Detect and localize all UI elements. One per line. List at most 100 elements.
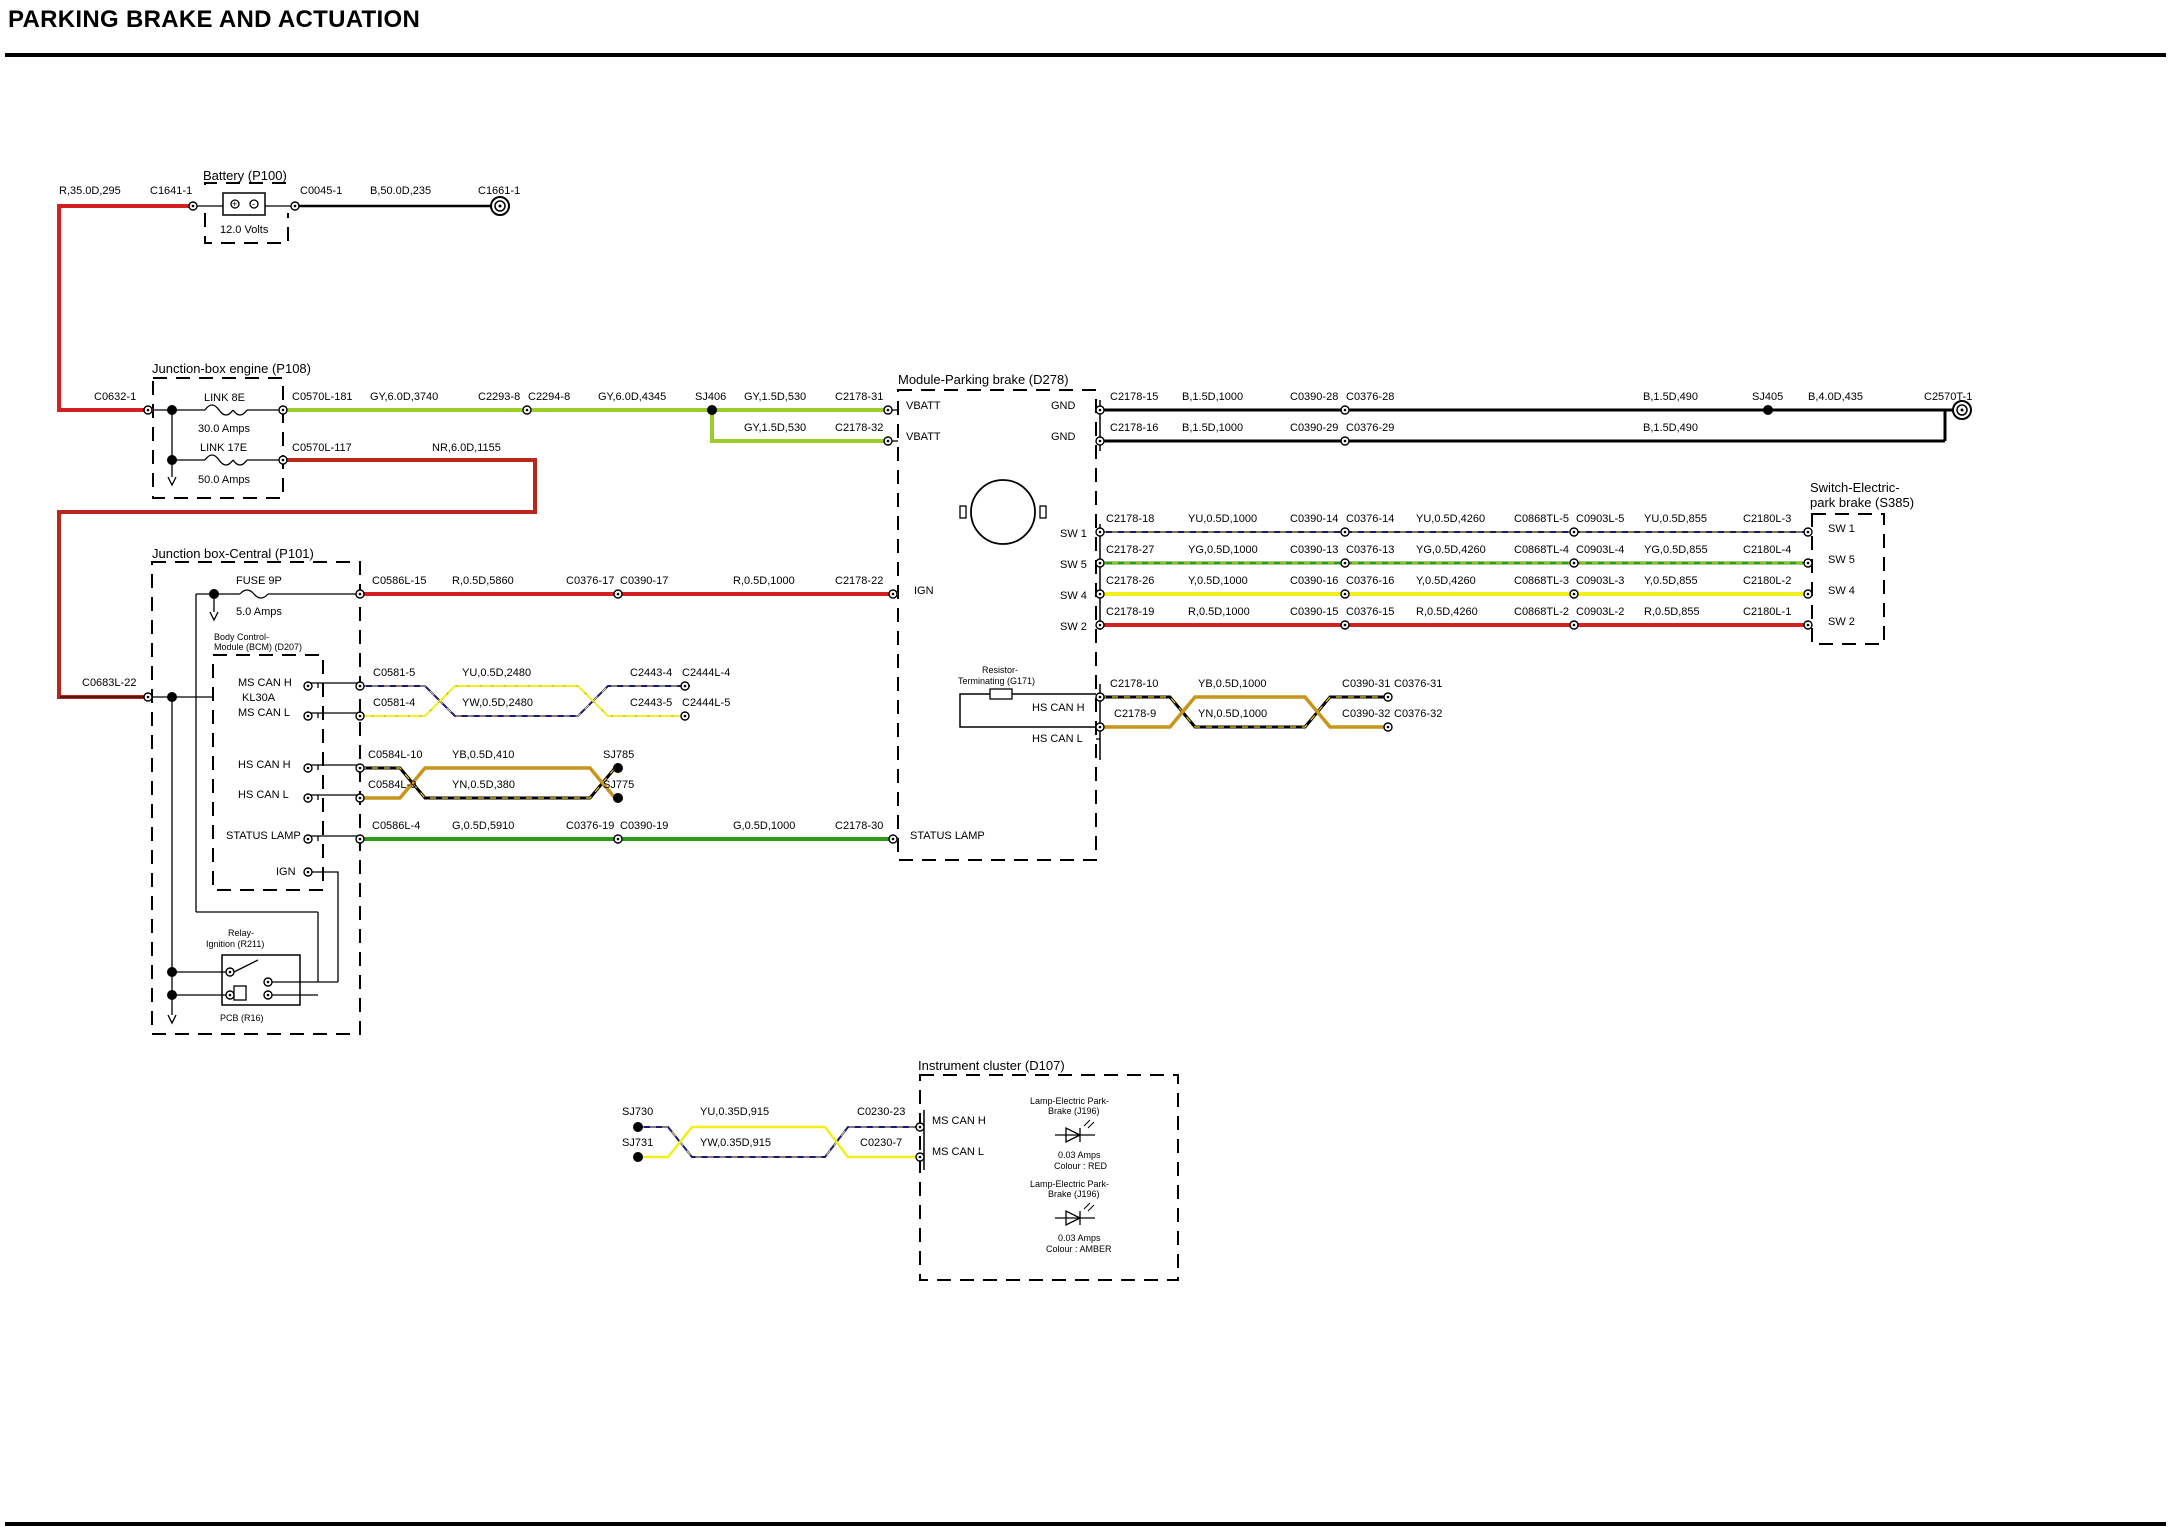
res-c3: C0376-31 [1394,678,1442,690]
bcm-box [212,654,324,891]
svg-text:C0868TL-5: C0868TL-5 [1514,513,1569,525]
switch-row-3: SW 4 C2178-26 Y,0.5D,1000 C0390-16 C0376… [1060,575,1791,602]
svg-text:C0868TL-3: C0868TL-3 [1514,575,1569,587]
link2-amps: 50.0 Amps [198,474,250,486]
bcm-hs-can-h: HS CAN H [238,759,291,771]
mod-vbatt-1: VBATT [906,400,941,412]
cl-c1: C0230-23 [857,1106,905,1118]
ms-c2: C2443-4 [630,667,672,679]
res-w2: YN,0.5D,1000 [1198,708,1267,720]
hsb-w2: YN,0.5D,380 [452,779,515,791]
bcm-ms-can-h: MS CAN H [238,677,292,689]
vb-splice: SJ406 [695,391,726,403]
ign-c3: C0390-17 [620,575,668,587]
svg-text:+: + [232,199,237,209]
svg-text:R,0.5D,1000: R,0.5D,1000 [1188,606,1250,618]
lamp1-amps: 0.03 Amps [1058,1150,1101,1160]
svg-text:YU,0.5D,4260: YU,0.5D,4260 [1416,513,1485,525]
resistor-title-1: Resistor- [982,665,1018,675]
svg-text:YU,0.5D,855: YU,0.5D,855 [1644,513,1707,525]
link1-label: LINK 8E [204,392,245,404]
svg-text:SW 1: SW 1 [1060,528,1087,540]
svg-text:C2180L-2: C2180L-2 [1743,575,1791,587]
gnd-w2: B,1.5D,490 [1643,391,1698,403]
svg-text:C0903L-3: C0903L-3 [1576,575,1624,587]
lamp2-title-a: Lamp-Electric Park- [1030,1179,1109,1189]
res-c6: C0376-32 [1394,708,1442,720]
battery-wires [57,204,492,412]
svg-text:Y,0.5D,1000: Y,0.5D,1000 [1188,575,1248,587]
ign-c1: C0586L-15 [372,575,426,587]
mod-ign: IGN [914,585,934,597]
svg-text:YG,0.5D,855: YG,0.5D,855 [1644,544,1708,556]
svg-text:C0376-14: C0376-14 [1346,513,1394,525]
bat-c-left: C1641-1 [150,185,192,197]
ms-can-wires [360,685,690,717]
fuse-label: FUSE 9P [236,575,282,587]
svg-text:C2178-26: C2178-26 [1106,575,1154,587]
switch-row-1: SW 1 C2178-18 YU,0.5D,1000 C0390-14 C037… [1060,513,1791,540]
ms-c5: C2443-5 [630,697,672,709]
svg-text:C2180L-4: C2180L-4 [1743,544,1791,556]
vb-w1: GY,6.0D,3740 [370,391,438,403]
bat-w-left: R,35.0D,295 [59,185,121,197]
gnd-w5: B,1.5D,490 [1643,422,1698,434]
vb-w5: NR,6.0D,1155 [432,442,501,454]
cl-w2: YW,0.35D,915 [700,1137,771,1149]
svg-text:C0390-14: C0390-14 [1290,513,1338,525]
hsb-s2: SJ775 [603,779,634,791]
gnd-c2: C0390-28 [1290,391,1338,403]
bcm-title-1: Body Control- [214,632,269,642]
bat-c-end: C1661-1 [478,185,520,197]
switch-pin-1: SW 1 [1828,523,1855,535]
cl-w1: YU,0.35D,915 [700,1106,769,1118]
module-box [897,389,1097,861]
svg-text:SW 2: SW 2 [1060,621,1087,633]
relay-title-2: Ignition (R211) [206,939,264,949]
cl-s1: SJ730 [622,1106,653,1118]
vb-c4: C2294-8 [528,391,570,403]
svg-text:C0376-16: C0376-16 [1346,575,1394,587]
svg-text:SW 5: SW 5 [1060,559,1087,571]
svg-text:YG,0.5D,4260: YG,0.5D,4260 [1416,544,1486,556]
page-title: PARKING BRAKE AND ACTUATION [8,6,421,33]
switch-title-1: Switch-Electric- [1810,480,1900,495]
gnd-c7: C0376-29 [1346,422,1394,434]
gnd-w1: B,1.5D,1000 [1182,391,1243,403]
svg-text:C0868TL-4: C0868TL-4 [1514,544,1569,556]
cluster-wires [633,1110,925,1170]
ms-w2: YW,0.5D,2480 [462,697,533,709]
motor-symbol [959,479,1047,545]
jbe-c2: C0570L-117 [292,442,352,454]
svg-text:C2180L-1: C2180L-1 [1743,606,1791,618]
gnd-w4: B,1.5D,1000 [1182,422,1243,434]
svg-text:C0903L-4: C0903L-4 [1576,544,1624,556]
wire-labels: R,35.0D,295 C1641-1 C0045-1 B,50.0D,235 … [59,185,1972,842]
svg-text:C2178-18: C2178-18 [1106,513,1154,525]
resistor-wires: Resistor- Terminating (G171) HS CAN H HS… [958,665,1390,760]
hsb-c2: C0584L-9 [368,779,416,791]
relay-title-1: Relay- [228,928,254,938]
svg-text:C0390-13: C0390-13 [1290,544,1338,556]
switch-pin-3: SW 4 [1828,585,1855,597]
lamp1-title-a: Lamp-Electric Park- [1030,1096,1109,1106]
svg-text:YU,0.5D,1000: YU,0.5D,1000 [1188,513,1257,525]
jb-central-internals: FUSE 9P 5.0 Amps Body Control- Module (B… [60,575,360,1025]
bat-c-right: C0045-1 [300,185,342,197]
jb-engine-title: Junction-box engine (P108) [152,361,311,376]
res-c5: C0390-32 [1342,708,1390,720]
st-w1: G,0.5D,5910 [452,820,514,832]
svg-text:C0390-15: C0390-15 [1290,606,1338,618]
jbe-c1: C0570L-181 [292,391,353,403]
cluster-lamps: Lamp-Electric Park- Brake (J196) 0.03 Am… [1030,1096,1112,1254]
bcm-kl30a: KL30A [242,692,276,704]
fuse-amps: 5.0 Amps [236,606,282,618]
switch-row-4: SW 2 C2178-19 R,0.5D,1000 C0390-15 C0376… [1060,606,1791,633]
mod-gnd-1: GND [1051,400,1076,412]
bcm-status-lamp: STATUS LAMP [226,830,301,842]
svg-text:C2178-27: C2178-27 [1106,544,1154,556]
mod-gnd-2: GND [1051,431,1076,443]
gnd-splice: SJ405 [1752,391,1783,403]
svg-text:C0376-15: C0376-15 [1346,606,1394,618]
